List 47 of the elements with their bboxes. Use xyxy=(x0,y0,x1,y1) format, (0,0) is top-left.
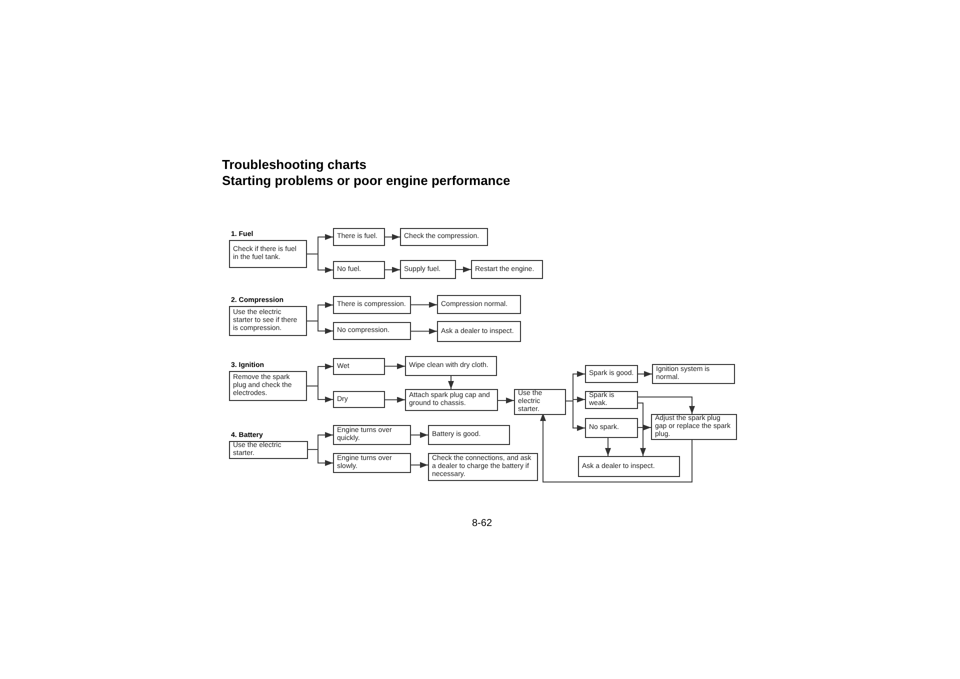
process-box xyxy=(333,261,385,279)
arrow xyxy=(306,320,334,334)
arrow xyxy=(384,234,400,240)
arrow xyxy=(448,376,454,390)
process-box xyxy=(405,356,497,376)
process-box xyxy=(333,425,411,445)
process-box xyxy=(333,358,385,375)
process-box xyxy=(333,453,411,473)
process-box xyxy=(333,322,411,340)
process-box xyxy=(428,453,538,481)
arrow xyxy=(410,462,428,468)
process-box xyxy=(585,365,638,383)
arrow xyxy=(638,424,652,430)
process-box xyxy=(652,364,735,384)
process-box xyxy=(514,389,566,415)
process-box xyxy=(333,296,411,314)
arrow xyxy=(384,396,406,403)
process-box xyxy=(405,389,498,411)
arrow xyxy=(306,254,334,273)
process-box xyxy=(428,425,510,445)
arrow xyxy=(410,432,428,438)
process-box xyxy=(578,456,680,477)
arrow xyxy=(638,402,646,456)
process-box xyxy=(651,414,737,440)
arrow xyxy=(540,412,692,482)
arrow xyxy=(384,363,406,370)
process-box xyxy=(333,228,385,246)
arrow xyxy=(638,396,695,414)
arrow xyxy=(410,302,438,308)
process-box xyxy=(437,321,521,342)
process-box xyxy=(333,391,385,408)
page-number: 8-62 xyxy=(472,517,492,531)
arrow xyxy=(410,328,438,334)
arrow xyxy=(384,266,400,273)
process-box xyxy=(585,391,638,409)
arrow xyxy=(498,398,514,404)
page-title: Troubleshooting charts xyxy=(222,157,366,173)
arrow xyxy=(605,438,611,456)
process-box xyxy=(437,295,521,314)
process-box xyxy=(400,260,456,279)
arrow xyxy=(638,371,652,377)
process-box xyxy=(585,418,638,438)
process-box xyxy=(400,228,488,246)
page-subtitle: Starting problems or poor engine performance xyxy=(222,173,510,189)
arrow xyxy=(456,266,472,272)
process-box xyxy=(471,260,543,279)
arrow xyxy=(306,386,334,402)
